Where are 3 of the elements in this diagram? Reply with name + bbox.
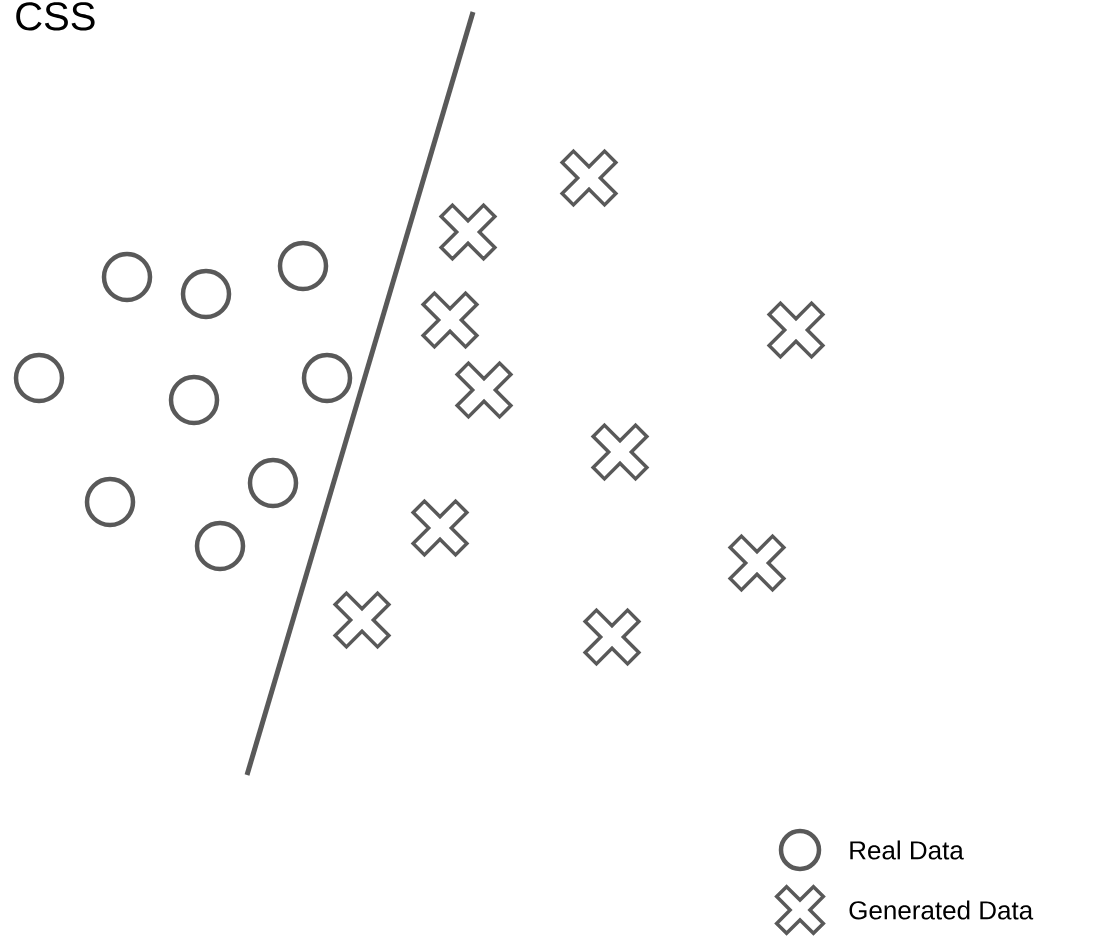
heading-text: CSS — [16, 2, 95, 31]
legend-text: Generated Data — [849, 900, 1034, 920]
legend-text: Real Data — [850, 840, 964, 860]
